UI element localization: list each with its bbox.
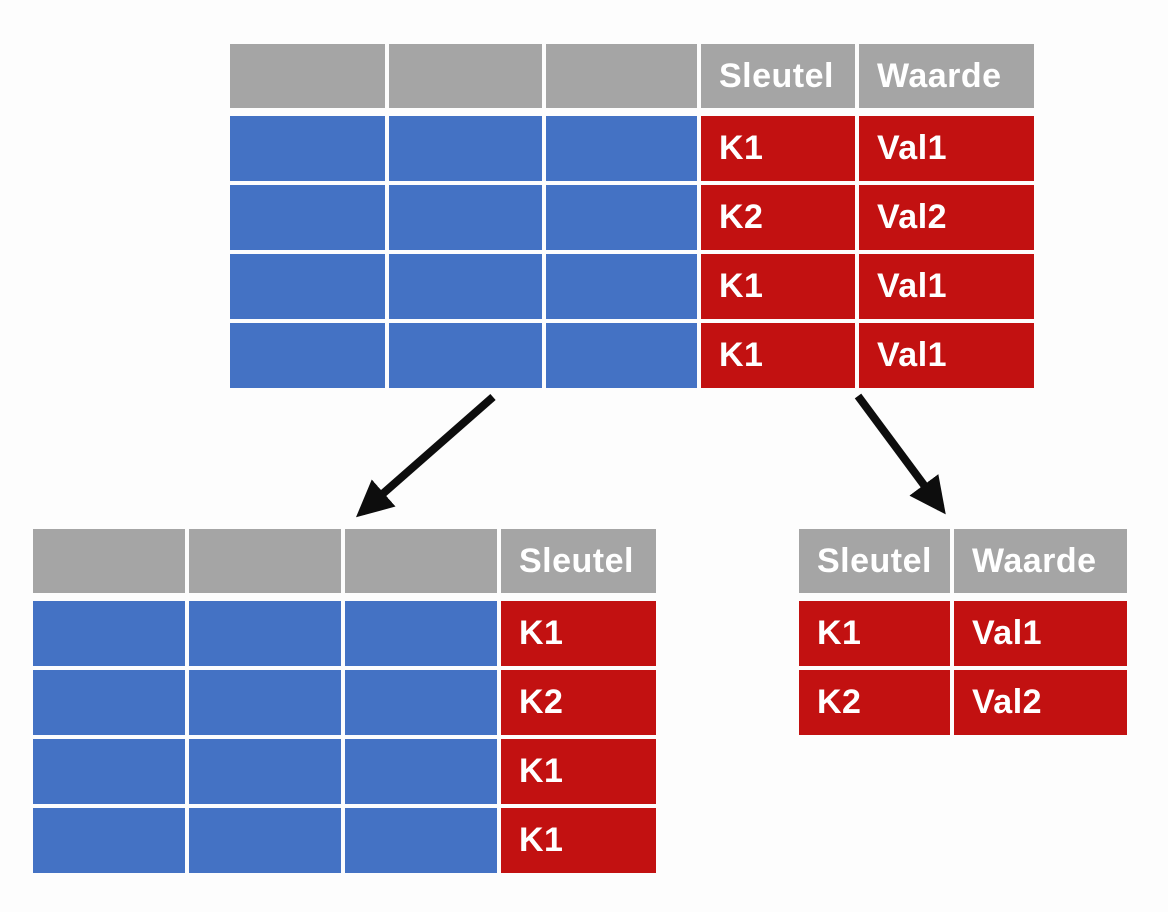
source-table-header: Sleutel Waarde [230,44,1034,108]
blank-cell [33,739,185,804]
header-cell-blank [389,44,542,108]
header-cell-key: Sleutel [799,529,950,593]
key-cell: K1 [501,739,656,804]
values-table-body: K1 Val1 K2 Val2 [799,601,1127,735]
key-cell: K1 [701,323,855,388]
header-cell-key: Sleutel [501,529,656,593]
value-cell: Val1 [859,323,1034,388]
key-cell: K1 [799,601,950,666]
blank-cell [546,185,697,250]
key-cell: K2 [701,185,855,250]
header-cell-blank [230,44,385,108]
blank-cell [33,601,185,666]
blank-cell [546,116,697,181]
blank-cell [345,601,497,666]
value-cell: Val1 [954,601,1127,666]
blank-cell [230,185,385,250]
blank-cell [546,254,697,319]
value-cell: Val1 [859,116,1034,181]
header-cell-blank [189,529,341,593]
header-cell-value: Waarde [954,529,1127,593]
blank-cell [546,323,697,388]
blank-cell [389,116,542,181]
blank-cell [389,185,542,250]
arrow-to-keys-table [355,393,496,518]
blank-cell [389,323,542,388]
key-cell: K2 [799,670,950,735]
blank-cell [230,116,385,181]
header-cell-blank [33,529,185,593]
blank-cell [230,323,385,388]
value-cell: Val2 [954,670,1127,735]
values-table-header: Sleutel Waarde [799,529,1127,593]
header-cell-blank [345,529,497,593]
source-table-body: K1 Val1 K2 Val2 K1 Val1 K1 Val1 [230,116,1034,388]
value-cell: Val2 [859,185,1034,250]
value-cell: Val1 [859,254,1034,319]
key-cell: K1 [701,254,855,319]
blank-cell [230,254,385,319]
blank-cell [189,808,341,873]
blank-cell [189,739,341,804]
key-cell: K1 [501,601,656,666]
keys-table: Sleutel K1 K2 K1 K1 [33,529,656,873]
key-cell: K2 [501,670,656,735]
blank-cell [33,670,185,735]
blank-cell [33,808,185,873]
blank-cell [345,808,497,873]
blank-cell [189,601,341,666]
header-cell-blank [546,44,697,108]
key-cell: K1 [701,116,855,181]
keys-table-body: K1 K2 K1 K1 [33,601,656,873]
blank-cell [389,254,542,319]
header-cell-key: Sleutel [701,44,855,108]
blank-cell [345,670,497,735]
arrow-to-values-table [854,393,946,515]
blank-cell [345,739,497,804]
keys-table-header: Sleutel [33,529,656,593]
key-cell: K1 [501,808,656,873]
header-cell-value: Waarde [859,44,1034,108]
blank-cell [189,670,341,735]
source-table: Sleutel Waarde K1 Val1 K2 Val2 K1 Val1 K… [230,44,1034,388]
values-table: Sleutel Waarde K1 Val1 K2 Val2 [799,529,1127,735]
